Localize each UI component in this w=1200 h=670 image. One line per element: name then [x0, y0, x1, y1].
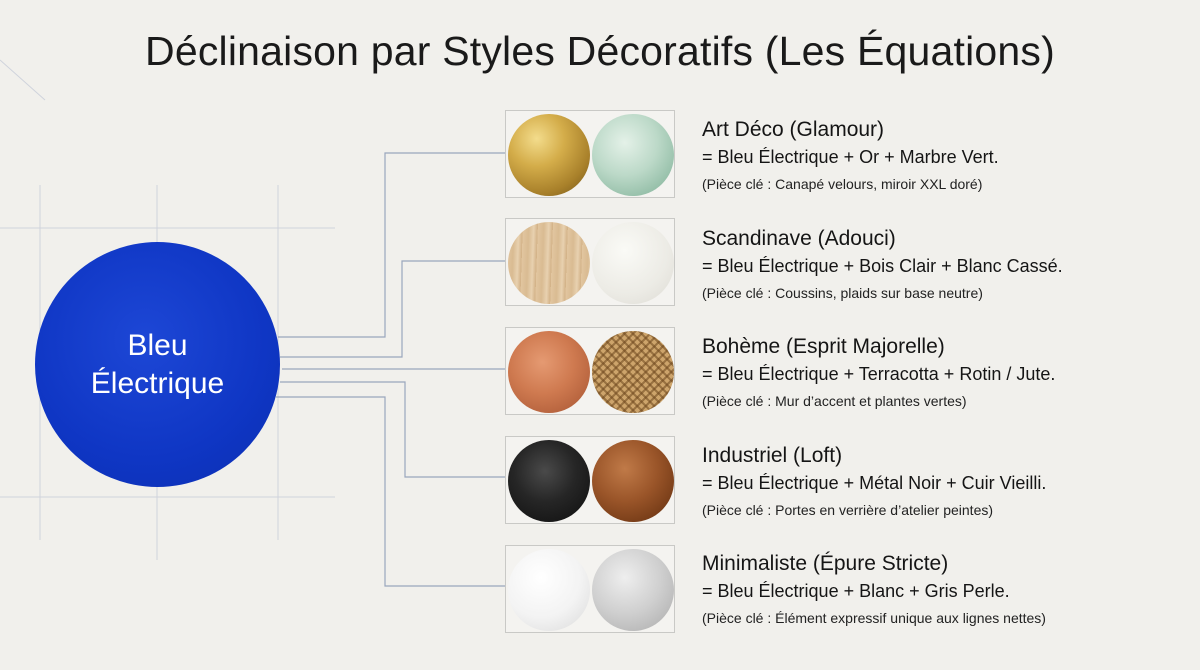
style-note: (Pièce clé : Élément expressif unique au…	[702, 610, 1046, 626]
style-note: (Pièce clé : Mur d’accent et plantes ver…	[702, 393, 967, 409]
style-name: Scandinave (Adouci)	[702, 227, 896, 250]
style-equation: = Bleu Électrique + Or + Marbre Vert.	[702, 147, 999, 167]
swatch-box-art-deco	[505, 110, 675, 198]
hub-circle-bleu-electrique: Bleu Électrique	[35, 242, 280, 487]
hub-label-line1: Bleu	[127, 328, 188, 362]
swatch-box-scandinave	[505, 218, 675, 306]
style-note: (Pièce clé : Coussins, plaids sur base n…	[702, 285, 983, 301]
style-equation: = Bleu Électrique + Terracotta + Rotin /…	[702, 364, 1056, 384]
style-name: Art Déco (Glamour)	[702, 118, 885, 141]
style-name: Industriel (Loft)	[702, 444, 843, 467]
style-equation: = Bleu Électrique + Métal Noir + Cuir Vi…	[702, 473, 1047, 493]
hub-label-line2: Électrique	[90, 366, 225, 400]
off-white-swatch	[592, 222, 674, 304]
black-metal-swatch	[508, 440, 590, 522]
style-scandinave: Scandinave (Adouci) = Bleu Électrique + …	[702, 226, 1063, 303]
rattan-swatch	[592, 331, 674, 413]
terracotta-swatch	[508, 331, 590, 413]
style-industriel: Industriel (Loft) = Bleu Électrique + Mé…	[702, 443, 1046, 520]
green-marble-swatch	[592, 114, 674, 196]
light-wood-swatch	[508, 222, 590, 304]
style-boheme: Bohème (Esprit Majorelle) = Bleu Électri…	[702, 334, 1055, 411]
gold-swatch	[508, 114, 590, 196]
style-equation: = Bleu Électrique + Blanc + Gris Perle.	[702, 581, 1010, 601]
style-name: Minimaliste (Épure Stricte)	[702, 552, 949, 575]
hub-connectors	[276, 152, 505, 587]
swatch-box-industriel	[505, 436, 675, 524]
aged-leather-swatch	[592, 440, 674, 522]
style-art-deco: Art Déco (Glamour) = Bleu Électrique + O…	[702, 117, 999, 194]
style-name: Bohème (Esprit Majorelle)	[702, 335, 945, 358]
page-title: Déclinaison par Styles Décoratifs (Les É…	[145, 28, 1055, 74]
swatch-box-boheme	[505, 327, 675, 415]
white-swatch	[508, 549, 590, 631]
style-note: (Pièce clé : Canapé velours, miroir XXL …	[702, 176, 983, 192]
swatch-box-minimaliste	[505, 545, 675, 633]
pearl-grey-swatch	[592, 549, 674, 631]
style-minimaliste: Minimaliste (Épure Stricte) = Bleu Élect…	[702, 551, 1046, 628]
style-equation: = Bleu Électrique + Bois Clair + Blanc C…	[702, 256, 1063, 276]
style-note: (Pièce clé : Portes en verrière d’atelie…	[702, 502, 994, 518]
